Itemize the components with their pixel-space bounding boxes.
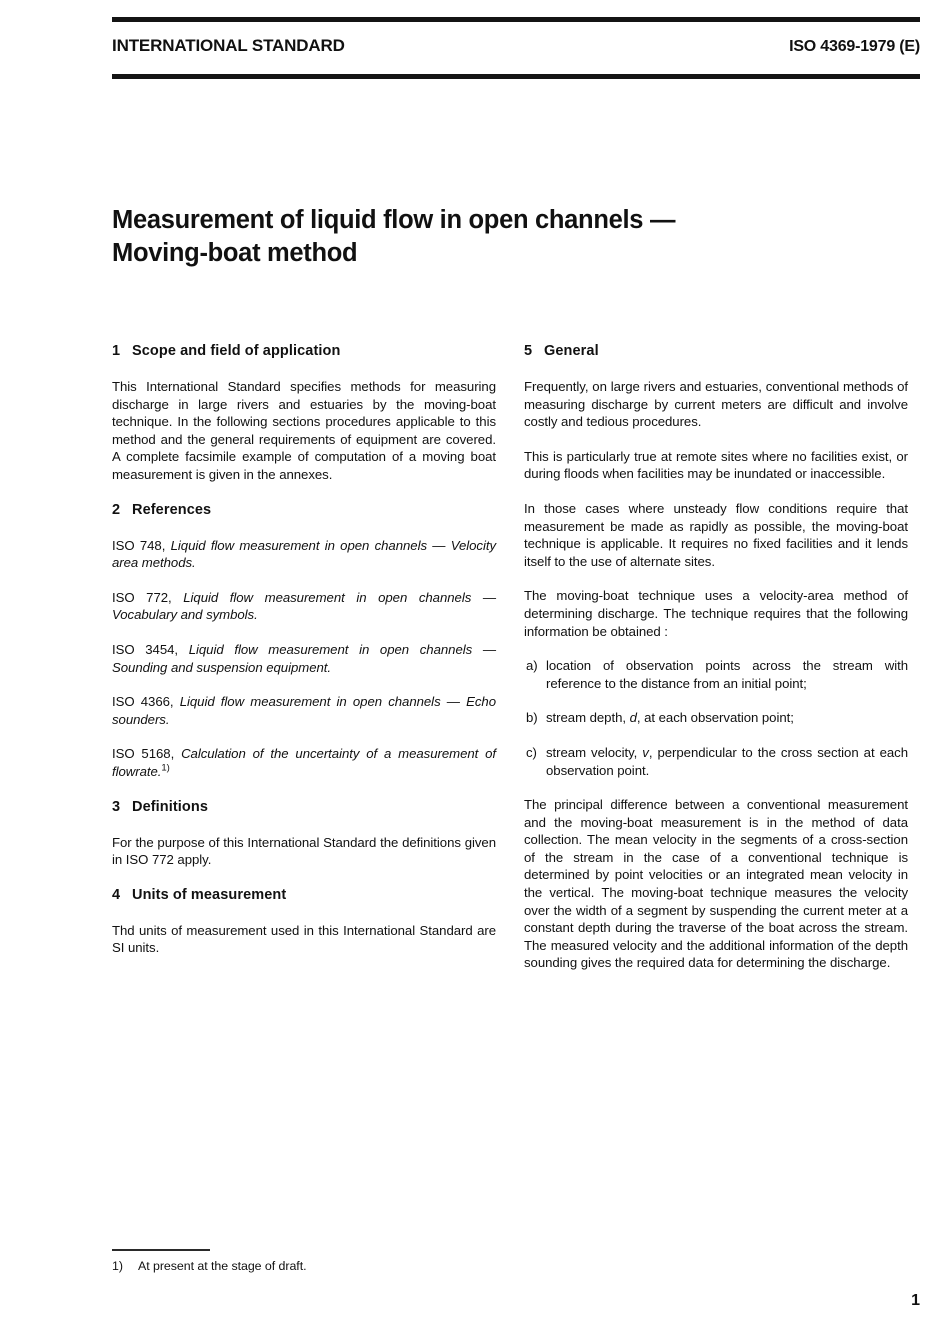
section-title-4: Units of measurement (132, 886, 287, 903)
list-item-label: a) (526, 658, 538, 674)
section-number-5: 5 (524, 343, 533, 359)
header-standard-number: ISO 4369-1979 (E) (789, 38, 920, 55)
section-5-paragraph-5: The principal difference between a conve… (524, 797, 908, 971)
section-4-paragraph: Thd units of measurement used in this In… (112, 922, 496, 956)
section-heading-3: 3 Definitions (112, 798, 496, 817)
reference-title: Liquid flow measurement in open channels… (112, 537, 496, 571)
list-item-text-cont: , at each observation point; (636, 710, 794, 726)
section-number-3: 3 (112, 798, 121, 815)
footnote-number: 1) (112, 1259, 123, 1273)
footnote-marker: 1) (161, 762, 170, 774)
left-column: 1 Scope and field of application This Int… (112, 342, 496, 972)
content-columns: 1 Scope and field of application This Int… (112, 342, 920, 972)
reference-item: ISO 748, Liquid flow measurement in open… (112, 537, 496, 572)
list-item-text: stream velocity, (546, 744, 643, 760)
section-heading-5: 5 General (524, 342, 908, 361)
list-item-label: c) (526, 744, 537, 760)
reference-title: Liquid flow measurement in open channels… (112, 589, 496, 623)
page-title-line-1: Measurement of liquid flow in open chann… (112, 206, 676, 234)
list-item-text: location of observation points across th… (546, 658, 908, 691)
reference-code: ISO 748, (112, 537, 171, 553)
section-5-paragraph-1: Frequently, on large rivers and estuarie… (524, 379, 908, 430)
section-5-paragraph-2: This is particularly true at remote site… (524, 448, 908, 482)
section-title-5: General (544, 343, 599, 359)
section-title-1: Scope and field of application (132, 343, 341, 359)
reference-item: ISO 5168, Calculation of the uncertainty… (112, 745, 496, 780)
section-title-2: References (132, 501, 212, 518)
page-number: 1 (911, 1292, 920, 1309)
list-item: b) stream depth, d, at each observation p… (524, 709, 908, 727)
section-heading-1: 1 Scope and field of application (112, 342, 496, 361)
section-heading-2: 2 References (112, 501, 496, 520)
reference-code: ISO 5168, (112, 746, 182, 762)
footnote: 1) At present at the stage of draft. (112, 1258, 612, 1274)
reference-title: Liquid flow measurement in open channels… (112, 641, 496, 675)
page-title: Measurement of liquid flow in open chann… (112, 204, 752, 270)
variable-symbol-v: v (642, 744, 649, 760)
page-title-line-2: Moving-boat method (112, 239, 358, 267)
reference-code: ISO 4366, (112, 694, 180, 710)
variable-symbol-d: d (629, 710, 637, 726)
right-column: 5 General Frequently, on large rivers and… (524, 342, 908, 972)
list-item-label: b) (526, 710, 538, 726)
footnote-separator-rule (112, 1249, 210, 1251)
section-1-paragraph: This International Standard specifies me… (112, 379, 496, 482)
section-number-1: 1 (112, 343, 121, 359)
section-5-paragraph-4: The moving-boat technique uses a velocit… (524, 588, 908, 639)
section-5-paragraph-3: In those cases where unsteady flow condi… (524, 500, 908, 569)
section-title-3: Definitions (132, 798, 209, 815)
list-item: c) stream velocity, v, perpendicular to t… (524, 744, 908, 779)
header-rule-bottom (112, 74, 920, 79)
reference-item: ISO 4366, Liquid flow measurement in ope… (112, 693, 496, 728)
section-heading-4: 4 Units of measurement (112, 886, 496, 905)
reference-title: Liquid flow measurement in open channels… (112, 694, 496, 727)
section-3-paragraph: For the purpose of this International St… (112, 834, 496, 868)
header-standard-type: INTERNATIONAL STANDARD (112, 36, 345, 55)
reference-item: ISO 772, Liquid flow measurement in open… (112, 589, 496, 624)
reference-code: ISO 3454, (112, 641, 189, 657)
footnote-text: At present at the stage of draft. (138, 1259, 307, 1273)
list-item: a) location of observation points across … (524, 657, 908, 692)
reference-code: ISO 772, (112, 589, 184, 605)
page-header: INTERNATIONAL STANDARD ISO 4369-1979 (E) (112, 36, 920, 62)
list-item-text-cont: , perpendicular to the cross section at … (546, 744, 908, 778)
section-number-4: 4 (112, 886, 121, 903)
reference-item: ISO 3454, Liquid flow measurement in ope… (112, 641, 496, 676)
header-rule-top (112, 17, 920, 22)
reference-title: Calculation of the uncertainty of a meas… (112, 746, 497, 779)
section-number-2: 2 (112, 501, 121, 518)
list-item-text: stream depth, (546, 710, 630, 726)
